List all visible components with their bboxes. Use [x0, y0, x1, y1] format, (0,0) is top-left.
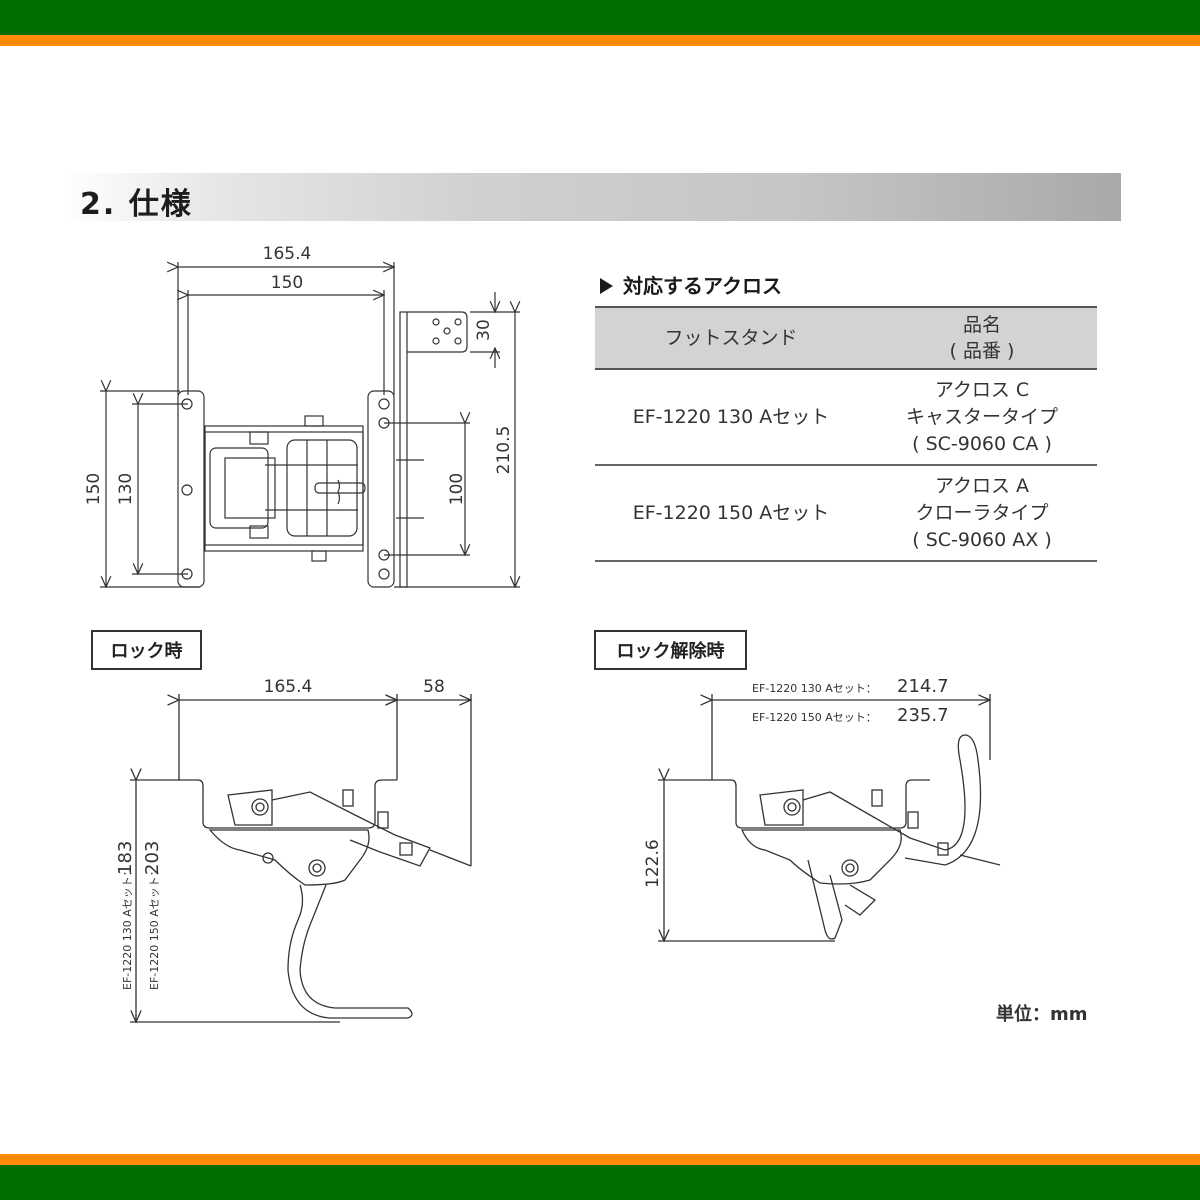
- dim-outer-height: 150: [84, 473, 104, 505]
- unit-note: 単位：mm: [996, 1004, 1088, 1025]
- locked-extra: 58: [423, 677, 445, 697]
- locked-height-130: 183: [115, 841, 136, 875]
- unlocked-label: ロック解除時: [594, 630, 747, 670]
- header-foot-stand: フットスタンド: [595, 306, 867, 370]
- section-title: 2. 仕様: [80, 187, 193, 222]
- unlocked-width-150-label: EF-1220 150 Aセット：: [752, 711, 877, 724]
- locked-side-drawing: [130, 694, 471, 1022]
- bottom-green-band: [0, 1165, 1200, 1200]
- section-header: 2. 仕様: [62, 173, 1121, 222]
- top-green-band: [0, 0, 1200, 35]
- compat-title: 対応するアクロス: [600, 270, 782, 299]
- dim-mount-spacing: 100: [447, 473, 467, 505]
- dim-inner-width: 150: [271, 273, 303, 293]
- header-product-name: 品名 ( 品番 ): [867, 306, 1097, 370]
- dim-outer-width: 165.4: [263, 244, 312, 264]
- unlocked-height: 122.6: [643, 839, 663, 888]
- unlocked-width-130: 214.7: [897, 676, 949, 697]
- dim-total-height: 210.5: [494, 426, 514, 475]
- locked-width: 165.4: [264, 677, 313, 697]
- triangle-bullet-icon: [600, 278, 613, 294]
- table-row: EF-1220 130 Aセット アクロス C キャスタータイプ ( SC-90…: [595, 369, 1097, 466]
- bottom-orange-band: [0, 1154, 1200, 1165]
- unlocked-width-130-label: EF-1220 130 Aセット：: [752, 682, 877, 695]
- dim-plate-height: 30: [474, 319, 494, 341]
- unlocked-side-drawing: [658, 694, 1001, 941]
- top-orange-band: [0, 35, 1200, 46]
- unlocked-width-150: 235.7: [897, 705, 949, 726]
- compat-table: フットスタンド 品名 ( 品番 ) EF-1220 130 Aセット アクロス …: [595, 306, 1097, 562]
- locked-label: ロック時: [91, 630, 202, 670]
- table-row: EF-1220 150 Aセット アクロス A クローラタイプ ( SC-906…: [595, 465, 1097, 562]
- dim-inner-height: 130: [116, 473, 136, 505]
- locked-height-130-label: EF-1220 130 Aセット：: [121, 865, 134, 990]
- locked-height-150-label: EF-1220 150 Aセット：: [148, 865, 161, 990]
- locked-height-150: 203: [142, 841, 163, 875]
